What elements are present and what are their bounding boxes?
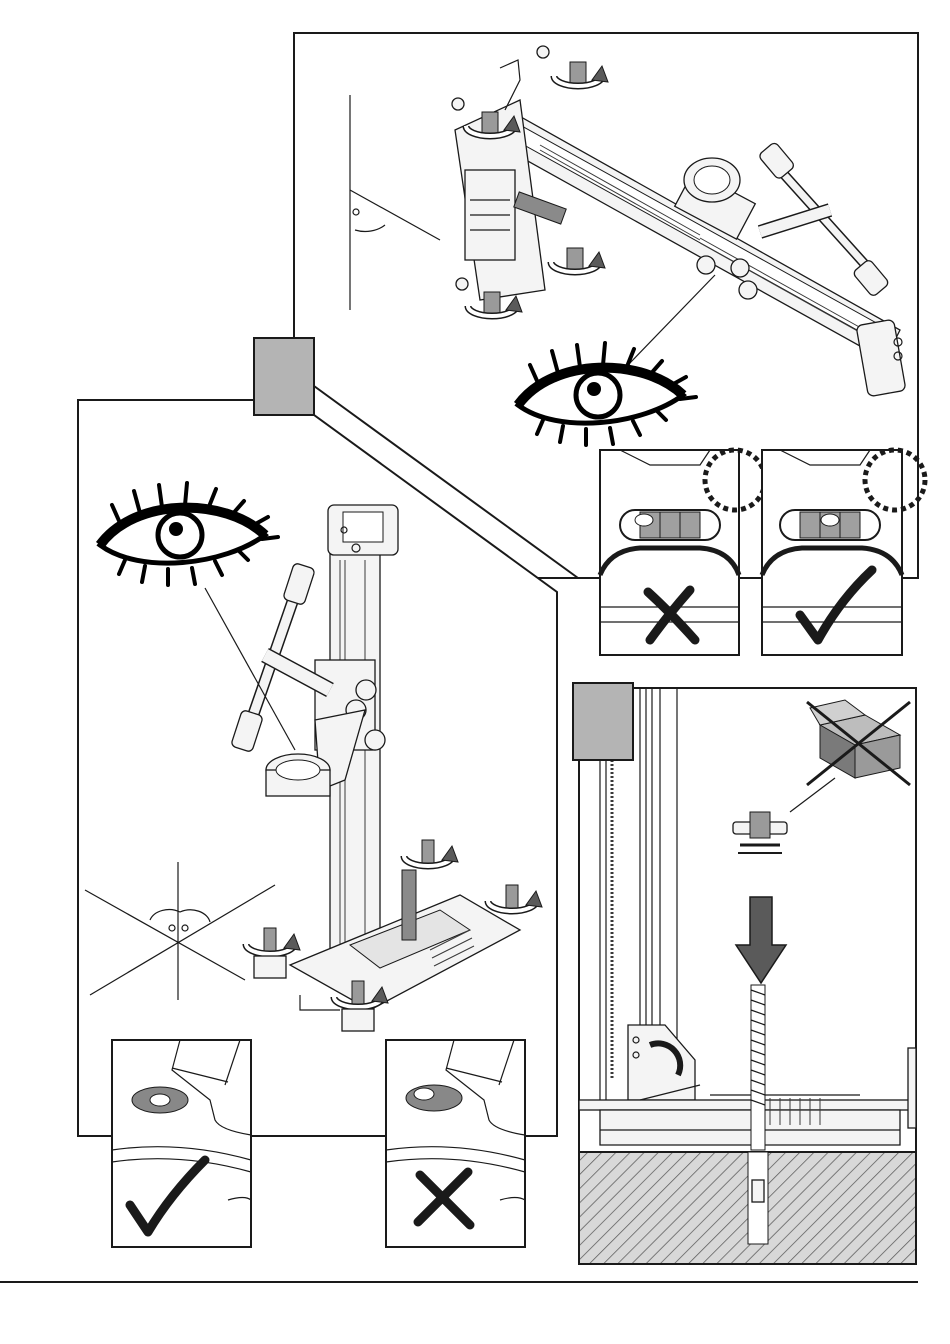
threaded-rod	[751, 985, 765, 1150]
circular-bubble-incorrect	[386, 1040, 525, 1247]
step-tab-2	[573, 683, 633, 760]
step-tab-1	[254, 338, 314, 415]
circular-bubble-correct	[112, 1040, 251, 1247]
panel-anchor-fastening	[579, 688, 916, 1264]
bubble-vial-correct	[762, 450, 925, 655]
crossed-box-icon	[807, 700, 910, 785]
